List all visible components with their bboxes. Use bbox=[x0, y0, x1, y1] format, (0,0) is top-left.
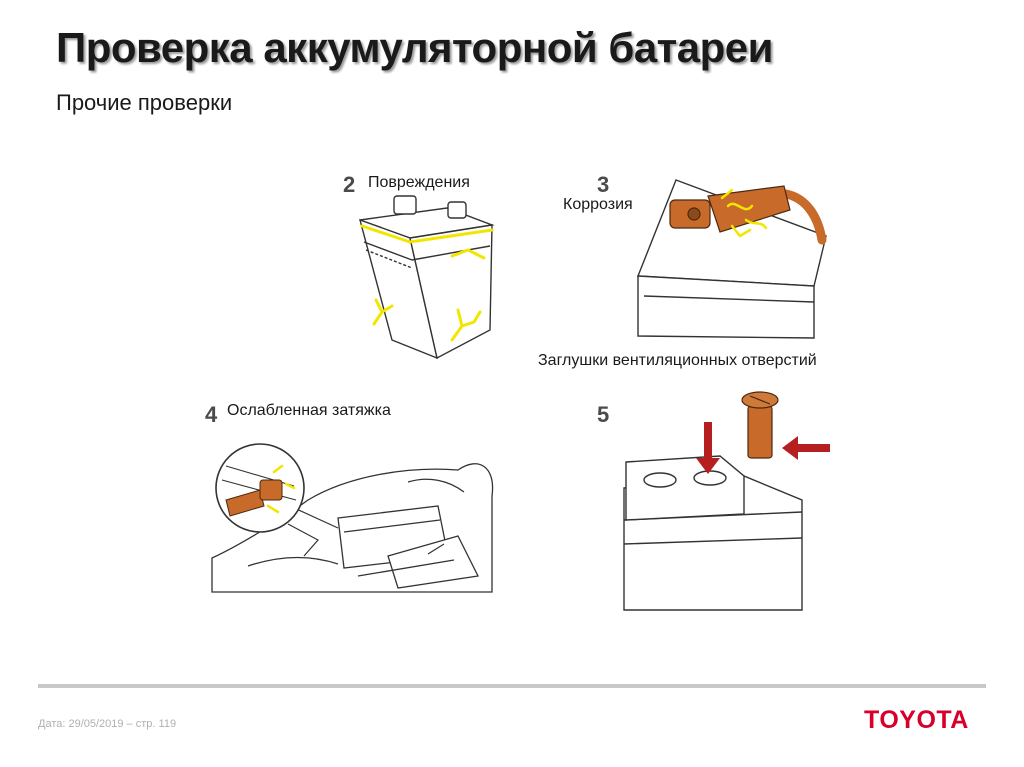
footer-date: Дата: 29/05/2019 – стр. 119 bbox=[38, 718, 177, 730]
toyota-logo: TOYOTA bbox=[864, 706, 969, 734]
damaged-battery-icon bbox=[358, 195, 495, 360]
loose-clamp-engine-icon bbox=[211, 443, 494, 593]
vent-plug-battery-icon bbox=[623, 391, 830, 611]
check-label-damage: Повреждения bbox=[368, 174, 470, 191]
check-number-2: 2 bbox=[343, 172, 356, 197]
check-label-corrosion: Коррозия bbox=[563, 196, 633, 213]
check-label-vent-plugs: Заглушки вентиляционных отверстий bbox=[538, 352, 817, 369]
check-number-5: 5 bbox=[597, 402, 610, 427]
slide-title: Проверка аккумуляторной батареи bbox=[56, 24, 773, 71]
corroded-terminal-icon bbox=[636, 179, 827, 339]
check-number-4: 4 bbox=[205, 402, 218, 427]
slide-subtitle: Прочие проверки bbox=[56, 90, 233, 115]
check-number-3: 3 bbox=[597, 172, 610, 197]
check-label-loose-clamp: Ослабленная затяжка bbox=[227, 402, 391, 419]
footer-divider bbox=[38, 684, 986, 688]
